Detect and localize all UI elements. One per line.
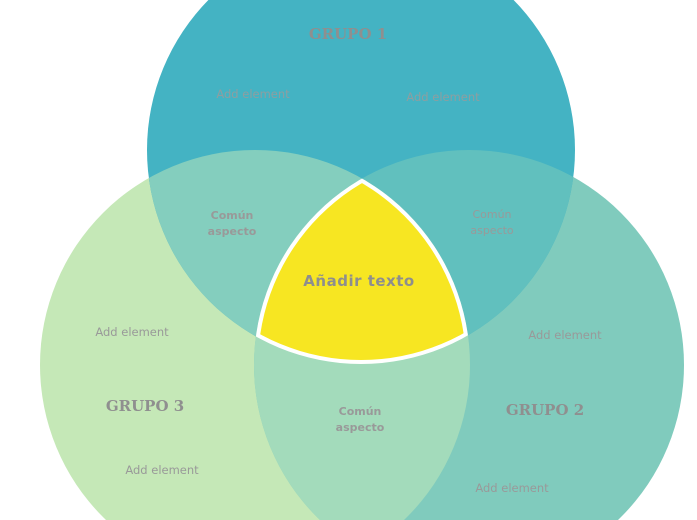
overlap-1-2-line1: Común	[472, 208, 512, 221]
group1-element-1[interactable]: Add element	[216, 87, 290, 101]
overlap-1-2-label[interactable]: Común aspecto	[470, 207, 513, 239]
overlap-1-3-line1: Común	[210, 209, 254, 222]
group2-title[interactable]: GRUPO 2	[505, 401, 585, 419]
group1-title[interactable]: GRUPO 1	[308, 25, 388, 43]
overlap-1-2-line2: aspecto	[470, 224, 514, 237]
overlap-1-3-label[interactable]: Común aspecto	[208, 208, 257, 240]
group3-title[interactable]: GRUPO 3	[105, 397, 185, 415]
group2-element-2[interactable]: Add element	[475, 481, 549, 495]
group2-element-1[interactable]: Add element	[528, 328, 602, 342]
group3-element-2[interactable]: Add element	[125, 463, 199, 477]
overlap-2-3-label[interactable]: Común aspecto	[336, 404, 385, 436]
group3-element-1[interactable]: Add element	[95, 325, 169, 339]
group1-element-2[interactable]: Add element	[406, 90, 480, 104]
center-label[interactable]: Añadir texto	[303, 272, 415, 290]
overlap-1-3-line2: aspecto	[207, 225, 257, 238]
overlap-2-3-line1: Común	[338, 405, 382, 418]
overlap-2-3-line2: aspecto	[335, 421, 385, 434]
